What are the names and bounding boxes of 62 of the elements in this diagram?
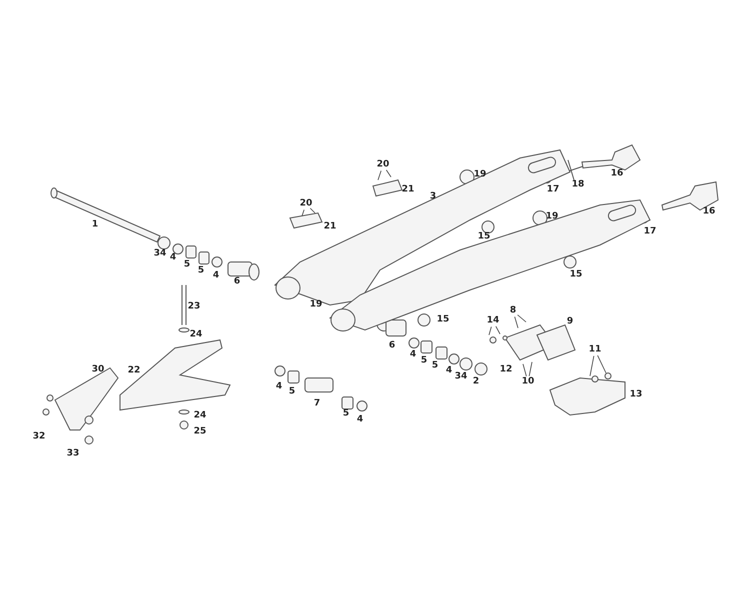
callout-number: 4 [408, 350, 418, 360]
callout-number: 32 [32, 432, 46, 442]
callout-number: 10 [520, 376, 536, 388]
callout-number: 19 [544, 212, 560, 222]
callout-number: 25 [192, 426, 208, 438]
callout-number: 7 [312, 398, 322, 410]
callout-number: 24 [192, 410, 208, 422]
leader-line [597, 355, 606, 374]
callout-number: 18 [570, 180, 586, 190]
callout-number: 21 [322, 222, 338, 232]
leader-line [522, 364, 527, 377]
callout-number: 5 [342, 408, 350, 420]
callout-number: 6 [388, 340, 396, 352]
callout-number: 5 [430, 360, 440, 372]
callout-number: 5 [420, 356, 428, 366]
callout-number: 16 [702, 206, 716, 218]
leader-line [514, 316, 518, 328]
leader-line [488, 326, 492, 336]
callout-number: 22 [126, 366, 142, 376]
callout-number: 24 [188, 330, 204, 340]
callout-number: 2 [472, 376, 480, 388]
leader-line [378, 170, 382, 180]
callout-number: 11 [588, 344, 602, 356]
callout-number: 5 [196, 266, 206, 276]
callout-number: 20 [298, 198, 314, 210]
leader-line [495, 326, 500, 334]
callout-number: 13 [628, 390, 644, 400]
callout-number: 19 [308, 300, 324, 310]
callout-number: 1 [90, 220, 100, 230]
leader-line [528, 362, 532, 377]
callout-number: 15 [476, 232, 492, 242]
callout-number: 5 [182, 260, 192, 270]
leader-line [386, 170, 392, 178]
callout-number: 16 [610, 168, 624, 180]
callout-number: 15 [436, 314, 450, 326]
leader-line [590, 356, 594, 376]
leader-line [517, 314, 526, 322]
callout-number: 9 [566, 316, 574, 328]
callout-number: 4 [444, 366, 454, 376]
callout-number: 34 [152, 248, 168, 260]
callout-number: 4 [356, 414, 364, 426]
callout-number: 4 [274, 382, 284, 392]
callout-number: 19 [472, 170, 488, 180]
callout-number: 15 [568, 270, 584, 280]
callout-number: 23 [186, 302, 202, 312]
callout-number: 20 [376, 160, 390, 170]
callout-number: 34 [454, 372, 468, 382]
callout-number: 5 [288, 386, 296, 398]
callout-number: 8 [508, 306, 518, 316]
callout-number: 17 [642, 226, 658, 238]
callout-number: 3 [428, 192, 438, 202]
callout-number: 4 [168, 252, 178, 264]
callout-number: 21 [400, 184, 416, 196]
callout-number: 14 [486, 316, 500, 326]
callout-number: 12 [498, 364, 514, 376]
callout-number: 33 [66, 448, 80, 460]
leader-line [302, 209, 304, 216]
callout-number: 6 [232, 276, 242, 288]
callout-number: 30 [90, 364, 106, 376]
leader-line [310, 208, 316, 214]
callout-number: 4 [212, 270, 220, 282]
callout-number: 17 [546, 184, 560, 196]
